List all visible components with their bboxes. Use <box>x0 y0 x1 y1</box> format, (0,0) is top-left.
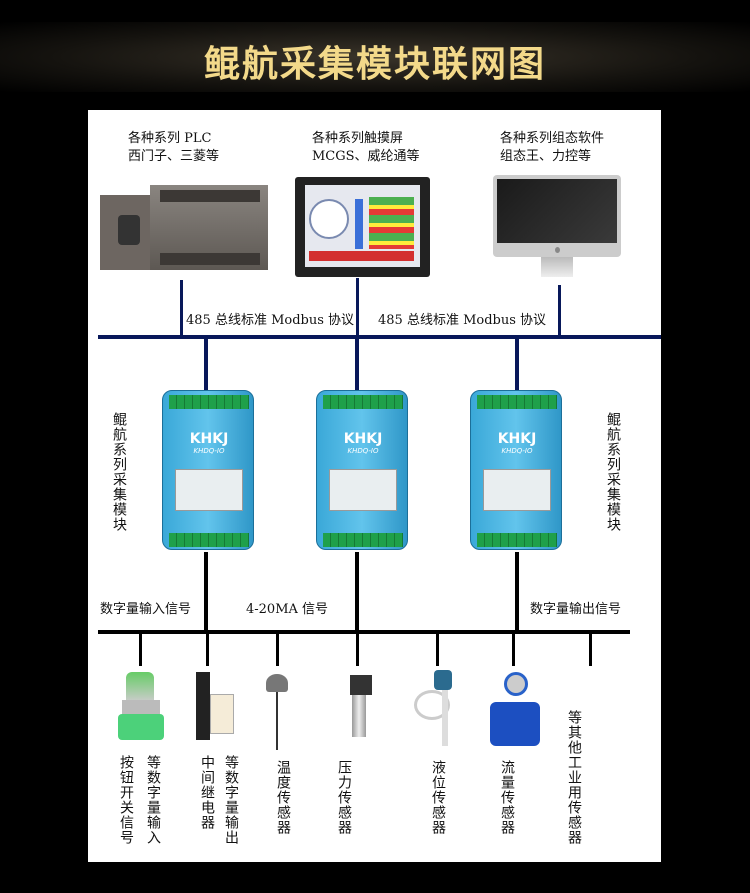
flow-sensor-label: 流量传感器 <box>499 760 515 835</box>
drop-7 <box>589 634 592 666</box>
analog-signal-label: 4-20MA 信号 <box>246 602 329 617</box>
digital-input-label: 数字量输入信号 <box>100 602 192 617</box>
drop-6 <box>512 634 515 666</box>
module-model: KHDQ-IO <box>347 447 379 455</box>
plc-image <box>100 185 270 275</box>
module-3-io-line <box>515 552 519 632</box>
pc-caption-1: 各种系列组态软件 <box>500 131 605 146</box>
plc-caption-1: 各种系列 PLC <box>128 131 212 146</box>
relay-label-2: 中间继电器 <box>199 755 215 830</box>
io-bus-line <box>98 630 630 634</box>
bus-label-left: 485 总线标准 Modbus 协议 <box>186 313 355 328</box>
pc-bus-drop <box>558 285 561 337</box>
temperature-sensor-label: 温度传感器 <box>275 760 291 835</box>
drop-4 <box>356 634 359 666</box>
push-button-image <box>118 672 164 742</box>
module-3-bus-drop <box>515 339 519 391</box>
module-1-io-line <box>204 552 208 632</box>
module-model: KHDQ-IO <box>193 447 225 455</box>
temperature-sensor-image <box>262 672 294 752</box>
touchscreen-image <box>295 177 430 277</box>
module-side-label-right: 鲲航系列采集模块 <box>605 412 621 532</box>
plc-caption-2: 西门子、三菱等 <box>128 149 220 164</box>
module-2-bus-drop <box>355 339 359 391</box>
module-model: KHDQ-IO <box>501 447 533 455</box>
drop-2 <box>206 634 209 666</box>
drop-3 <box>276 634 279 666</box>
pressure-sensor-label: 压力传感器 <box>336 760 352 835</box>
flow-sensor-image <box>486 672 542 750</box>
rs485-bus-line <box>98 335 661 339</box>
module-brand: KHKJ <box>497 431 537 447</box>
pressure-sensor-image <box>342 675 378 745</box>
level-sensor-image <box>412 670 462 750</box>
title-band <box>0 22 750 92</box>
module-1-bus-drop <box>204 339 208 391</box>
module-2-io-line <box>355 552 359 632</box>
relay-label-1: 等数字量输出 <box>223 755 239 845</box>
pc-caption-2: 组态王、力控等 <box>500 149 592 164</box>
hmi-caption-2: MCGS、威纶通等 <box>312 149 420 164</box>
hmi-caption-1: 各种系列触摸屏 <box>312 131 404 146</box>
drop-5 <box>436 634 439 666</box>
digital-output-label: 数字量输出信号 <box>530 602 622 617</box>
hmi-bus-drop <box>356 278 359 337</box>
bus-label-right: 485 总线标准 Modbus 协议 <box>378 313 547 328</box>
drop-1 <box>139 634 142 666</box>
plc-bus-drop <box>180 280 183 337</box>
button-label-2: 按钮开关信号 <box>118 755 134 845</box>
module-brand: KHKJ <box>343 431 383 447</box>
button-label-1: 等数字量输入 <box>145 755 161 845</box>
other-sensors-label: 等其他工业用传感器 <box>566 710 582 845</box>
page-title: 鲲航采集模块联网图 <box>203 44 546 85</box>
computer-image <box>493 175 623 285</box>
module-side-label-left: 鲲航系列采集模块 <box>111 412 127 532</box>
module-brand: KHKJ <box>189 431 229 447</box>
level-sensor-label: 液位传感器 <box>430 760 446 835</box>
relay-image <box>196 672 236 740</box>
